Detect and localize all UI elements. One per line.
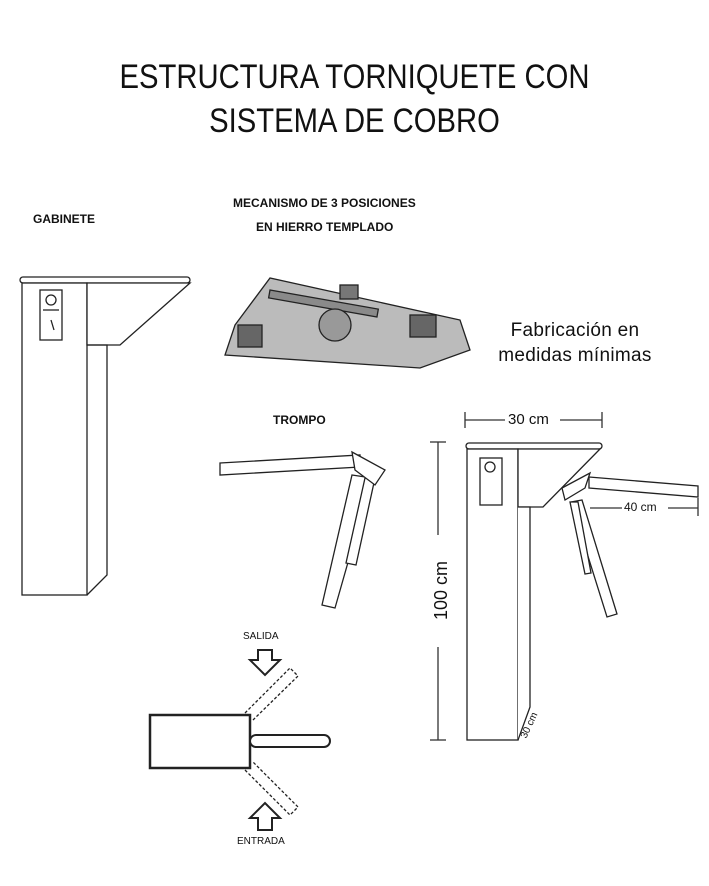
- dim-height: 100 cm: [431, 560, 452, 621]
- salida-arrow-icon: [247, 649, 283, 677]
- dimension-lines: [430, 412, 699, 741]
- title-line-1: ESTRUCTURA TORNIQUETE CON: [119, 58, 590, 96]
- note-line-1: Fabricación en: [510, 320, 640, 341]
- mechanism-image: [224, 277, 471, 369]
- dim-width: 30 cm: [508, 411, 549, 428]
- label-mecanismo-2: EN HIERRO TEMPLADO: [256, 220, 394, 234]
- label-salida: SALIDA: [243, 631, 279, 642]
- elevation-drawing: [465, 442, 699, 741]
- dim-arm: 40 cm: [624, 500, 657, 514]
- title-line-2: SISTEMA DE COBRO: [209, 102, 500, 140]
- cabinet-drawing: [19, 276, 192, 596]
- trompo-drawing: [219, 450, 386, 609]
- label-entrada: ENTRADA: [237, 836, 285, 847]
- label-gabinete: GABINETE: [33, 212, 96, 226]
- top-view-drawing: [148, 649, 331, 831]
- label-mecanismo-1: MECANISMO DE 3 POSICIONES: [233, 196, 416, 210]
- label-trompo: TROMPO: [273, 413, 326, 427]
- entrada-arrow-icon: [247, 801, 283, 831]
- note-line-2: medidas mínimas: [498, 345, 652, 366]
